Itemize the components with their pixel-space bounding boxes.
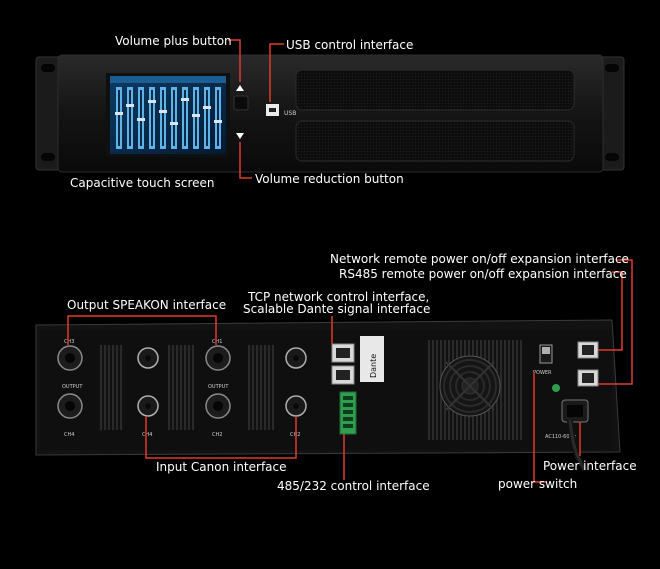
silk-output-left: OUTPUT [62,384,83,390]
silk-ac: AC110-60Hz [545,434,576,440]
volume-down-arrow-icon [236,133,244,139]
label-input-canon: Input Canon interface [156,460,287,474]
label-power-switch: power switch [498,477,578,491]
label-power-interface: Power interface [543,459,637,473]
label-touch-screen: Capacitive touch screen [70,176,215,190]
label-volume-plus: Volume plus button [115,34,232,48]
label-usb-control: USB control interface [286,38,414,52]
dante-logo-text: Dante [369,354,378,378]
silk-xlr-ch2: CH2 [290,432,300,438]
silk-ch2: CH2 [212,432,222,438]
silk-xlr-ch4: CH4 [142,432,152,438]
label-volume-reduction: Volume reduction button [255,172,404,186]
silk-power: POWER [533,370,552,376]
label-tcp-line2: Scalable Dante signal interface [243,302,431,316]
label-485-232: 485/232 control interface [277,479,430,493]
label-rs485-power: RS485 remote power on/off expansion inte… [339,267,627,281]
label-tcp-line1: TCP network control interface, [248,290,430,304]
silk-output-right: OUTPUT [208,384,229,390]
silk-ch3: CH3 [64,339,74,345]
silk-ch1: CH1 [212,339,222,345]
label-network-power: Network remote power on/off expansion in… [330,252,629,266]
label-output-speakon: Output SPEAKON interface [67,298,227,312]
usb-silkscreen: USB [284,110,296,117]
volume-up-arrow-icon [236,85,244,91]
silk-ch4: CH4 [64,432,74,438]
